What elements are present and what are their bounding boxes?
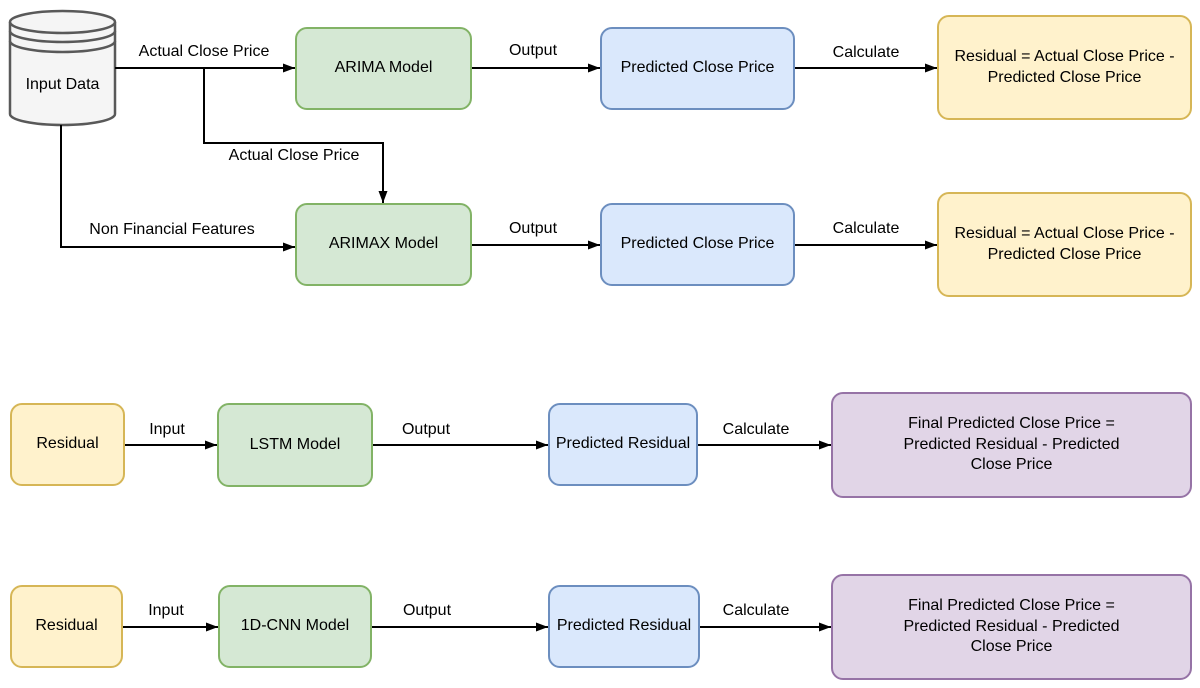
node-predicted-residual-cnn: Predicted Residual — [548, 585, 700, 668]
edge-label-input-cnn: Input — [148, 602, 184, 619]
edge-label-output-arimax: Output — [508, 220, 558, 237]
node-input-data: Input Data — [10, 76, 115, 94]
arrow-inputdata-to-arimax — [60, 125, 295, 252]
node-residual-formula-arimax: Residual = Actual Close Price - Predicte… — [937, 192, 1192, 297]
node-label: 1D-CNN Model — [240, 617, 350, 635]
node-arima-model: ARIMA Model — [295, 27, 472, 110]
edge-label-input-lstm: Input — [149, 421, 185, 438]
edge-label-non-financial-features: Non Financial Features — [89, 221, 255, 238]
edge-label-calculate-arima: Calculate — [832, 44, 900, 61]
node-lstm-model: LSTM Model — [217, 403, 373, 487]
node-label: Residual — [35, 617, 98, 635]
node-cnn-model: 1D-CNN Model — [218, 585, 372, 668]
node-residual-cnn: Residual — [10, 585, 123, 668]
arrow-branch-to-arimax — [203, 68, 388, 203]
edge-label-output-lstm: Output — [401, 421, 451, 438]
node-label: LSTM Model — [249, 435, 341, 453]
node-label: Residual — [36, 435, 99, 453]
edge-label-output-cnn: Output — [402, 602, 452, 619]
node-label: Residual = Actual Close Price - Predicte… — [954, 224, 1175, 263]
node-predicted-close-price-arimax: Predicted Close Price — [600, 203, 795, 286]
node-residual-formula-arima: Residual = Actual Close Price - Predicte… — [937, 15, 1192, 120]
node-arimax-model: ARIMAX Model — [295, 203, 472, 286]
node-predicted-close-price-arima: Predicted Close Price — [600, 27, 795, 110]
node-label: ARIMA Model — [334, 59, 433, 77]
edge-label-actual-close-price-arimax: Actual Close Price — [228, 147, 360, 164]
edge-label-calculate-cnn: Calculate — [722, 602, 790, 619]
node-label: ARIMAX Model — [328, 235, 439, 253]
node-label: Predicted Close Price — [620, 59, 775, 77]
node-final-formula-lstm: Final Predicted Close Price = Predicted … — [831, 392, 1192, 498]
edge-label-actual-close-price-arima: Actual Close Price — [138, 43, 270, 60]
node-final-formula-cnn: Final Predicted Close Price = Predicted … — [831, 574, 1192, 680]
edge-label-calculate-lstm: Calculate — [722, 421, 790, 438]
edge-label-calculate-arimax: Calculate — [832, 220, 900, 237]
node-label: Final Predicted Close Price = Predicted … — [903, 596, 1120, 656]
node-label: Predicted Residual — [555, 435, 691, 453]
node-label: Predicted Residual — [556, 617, 692, 635]
node-label: Input Data — [25, 76, 100, 93]
edge-label-output-arima: Output — [508, 42, 558, 59]
node-residual-lstm: Residual — [10, 403, 125, 486]
node-label: Predicted Close Price — [620, 235, 775, 253]
database-cylinder-icon — [8, 9, 117, 127]
node-label: Final Predicted Close Price = Predicted … — [903, 414, 1120, 474]
node-label: Residual = Actual Close Price - Predicte… — [954, 47, 1175, 86]
node-predicted-residual-lstm: Predicted Residual — [548, 403, 698, 486]
